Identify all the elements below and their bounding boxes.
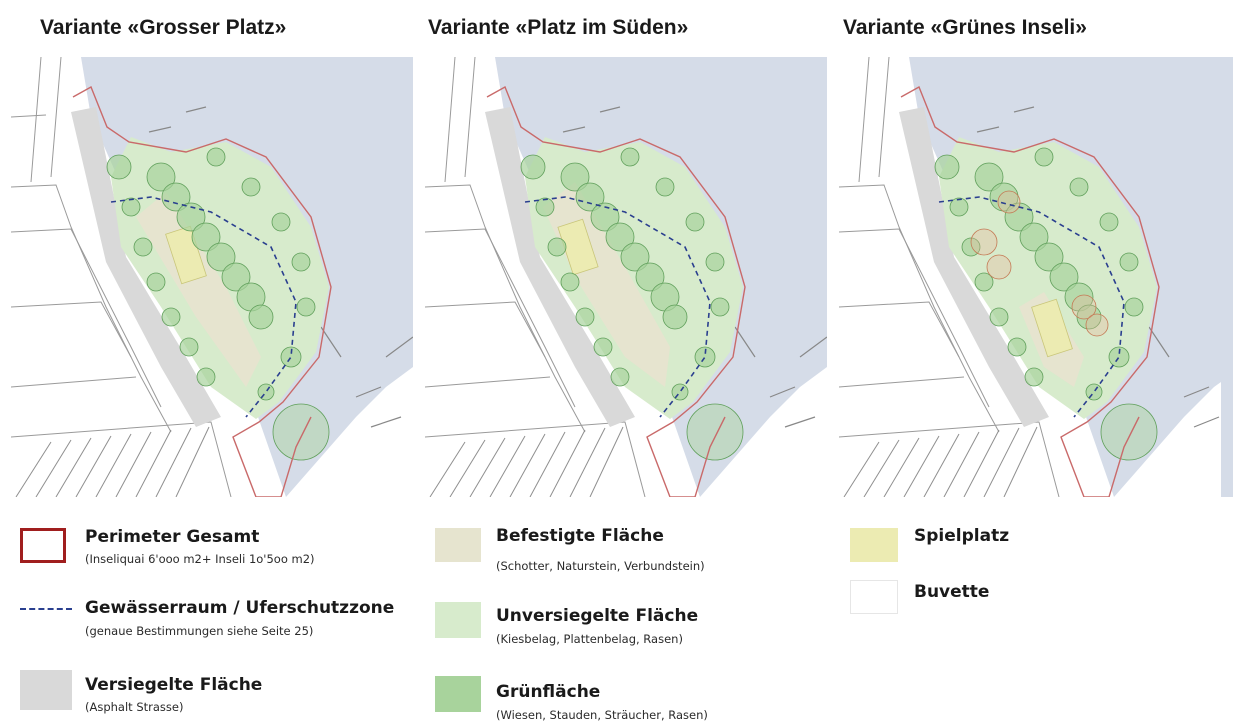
water-zone-line: [938, 196, 1125, 418]
building-outlines: [425, 57, 646, 497]
legend-swatch-gruen: [435, 676, 481, 712]
paved-area: [136, 192, 261, 387]
piers: [148, 106, 413, 428]
variant-title-3: Variante «Grünes Inseli»: [843, 16, 1087, 39]
legend-sub-perimeter: (Inseliquai 6'ooo m2+ Inseli 1o'5oo m2): [85, 552, 315, 566]
perimeter-line: [72, 86, 332, 497]
map-platz-im-sueden: [425, 57, 827, 497]
building-outlines: [839, 57, 1060, 497]
legend-sub-gewaesser: (genaue Bestimmungen siehe Seite 25): [85, 624, 314, 638]
sealed-road: [485, 107, 635, 427]
trees-orange: [970, 190, 1109, 337]
legend-label-befestigt: Befestigte Fläche: [496, 526, 664, 546]
map-gruenes-inseli: [839, 57, 1233, 497]
water-zone-line: [110, 196, 297, 418]
legend-label-perimeter: Perimeter Gesamt: [85, 527, 260, 547]
legend-label-buvette: Buvette: [914, 582, 990, 602]
site-plan-1: [11, 57, 413, 497]
legend-swatch-versiegelt: [20, 670, 72, 710]
hatched-roofs: [15, 426, 210, 497]
unsealed-area: [939, 137, 1157, 419]
trees: [934, 147, 1158, 461]
sealed-road: [71, 107, 221, 427]
legend-label-gruen: Grünfläche: [496, 682, 601, 702]
legend-swatch-spielplatz: [850, 528, 898, 562]
water-zone-line: [524, 196, 711, 418]
playground: [165, 225, 207, 285]
playground: [1031, 298, 1073, 358]
legend-sub-versiegelt: (Asphalt Strasse): [85, 700, 184, 714]
legend-swatch-gewaesser: [20, 608, 72, 610]
legend-swatch-befestigt: [435, 528, 481, 562]
legend-label-spielplatz: Spielplatz: [914, 526, 1010, 546]
piers: [976, 106, 1220, 428]
legend-swatch-unversiegelt: [435, 602, 481, 638]
legend-sub-befestigt: (Schotter, Naturstein, Verbundstein): [496, 559, 705, 573]
legend-label-versiegelt: Versiegelte Fläche: [85, 675, 263, 695]
variant-title-1: Variante «Grosser Platz»: [40, 16, 287, 39]
legend-sub-gruen: (Wiesen, Stauden, Sträucher, Rasen): [496, 708, 708, 722]
hatched-roofs: [843, 426, 1038, 497]
hatched-roofs: [429, 426, 624, 497]
playground: [557, 218, 599, 276]
variant-title-2: Variante «Platz im Süden»: [428, 16, 689, 39]
map-grosser-platz: [11, 57, 413, 497]
legend-label-unversiegelt: Unversiegelte Fläche: [496, 606, 699, 626]
legend-swatch-perimeter: [20, 528, 66, 563]
legend-sub-unversiegelt: (Kiesbelag, Plattenbelag, Rasen): [496, 632, 683, 646]
building-outlines: [11, 57, 232, 497]
site-plan-2: [425, 57, 827, 497]
piers: [562, 106, 827, 428]
perimeter-line: [486, 86, 746, 497]
legend-label-gewaesser: Gewässerraum / Uferschutzzone: [85, 598, 395, 618]
site-plan-3: [839, 57, 1221, 497]
legend-swatch-buvette: [850, 580, 898, 614]
perimeter-line: [900, 86, 1160, 497]
sealed-road: [899, 107, 1049, 427]
trees: [520, 147, 744, 461]
